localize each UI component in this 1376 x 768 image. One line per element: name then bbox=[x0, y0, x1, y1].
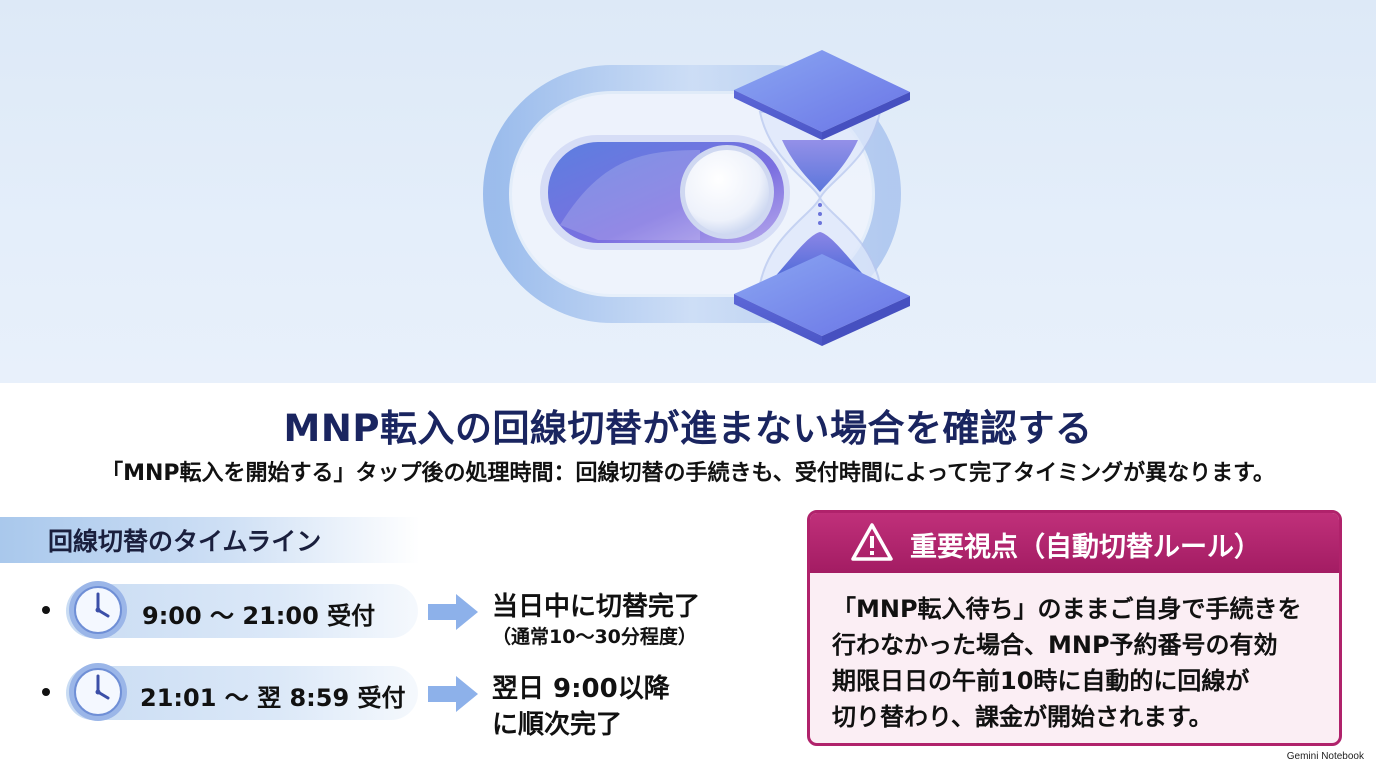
important-notice-box: 重要視点（自動切替ルール） 「MNP転入待ち」のままご自身で手続きを 行わなかっ… bbox=[807, 510, 1342, 746]
arrow-right-icon bbox=[428, 676, 478, 712]
page-title: MNP転入の回線切替が進まない場合を確認する bbox=[283, 407, 1093, 450]
bullet-dot bbox=[42, 688, 50, 696]
result-label-line1: 翌日 9:00以降 bbox=[492, 674, 670, 704]
notice-header: 重要視点（自動切替ルール） bbox=[810, 513, 1339, 573]
timeline-row: 9:00 ～ 21:00 受付 当日中に切替完了 （通常10～30分程度） bbox=[0, 578, 760, 648]
bullet-dot bbox=[42, 606, 50, 614]
notice-line: 「MNP転入待ち」のままご自身で手続きを bbox=[832, 595, 1302, 623]
notice-line: 切り替わり、課金が開始されます。 bbox=[832, 703, 1213, 731]
clock-icon bbox=[69, 581, 127, 639]
notice-line: 期限日日の午前10時に自動的に回線が bbox=[832, 667, 1250, 695]
brand-watermark: Gemini Notebook bbox=[1286, 751, 1364, 762]
timeline-heading-bar bbox=[0, 517, 420, 563]
clock-icon bbox=[69, 663, 127, 721]
hero-illustration bbox=[0, 0, 1376, 383]
notice-line: 行わなかった場合、MNP予約番号の有効 bbox=[832, 631, 1278, 659]
time-range-label: 9:00 ～ 21:00 受付 bbox=[142, 602, 376, 630]
result-note: （通常10～30分程度） bbox=[492, 626, 697, 648]
timeline-heading: 回線切替のタイムライン bbox=[48, 527, 322, 556]
arrow-right-icon bbox=[428, 594, 478, 630]
notice-title: 重要視点（自動切替ルール） bbox=[910, 532, 1261, 563]
toggle-hourglass-illustration bbox=[483, 50, 910, 346]
timeline-row: 21:01 ～ 翌 8:59 受付 翌日 9:00以降 に順次完了 bbox=[0, 660, 760, 740]
result-label: 当日中に切替完了 bbox=[492, 592, 701, 622]
notice-body: 「MNP転入待ち」のままご自身で手続きを 行わなかった場合、MNP予約番号の有効… bbox=[832, 591, 1327, 735]
warning-icon bbox=[851, 523, 893, 561]
page-subtitle: 「MNP転入を開始する」タップ後の処理時間：回線切替の手続きも、受付時間によって… bbox=[101, 461, 1275, 486]
time-range-label: 21:01 ～ 翌 8:59 受付 bbox=[140, 684, 406, 712]
result-label-line2: に順次完了 bbox=[492, 710, 623, 740]
